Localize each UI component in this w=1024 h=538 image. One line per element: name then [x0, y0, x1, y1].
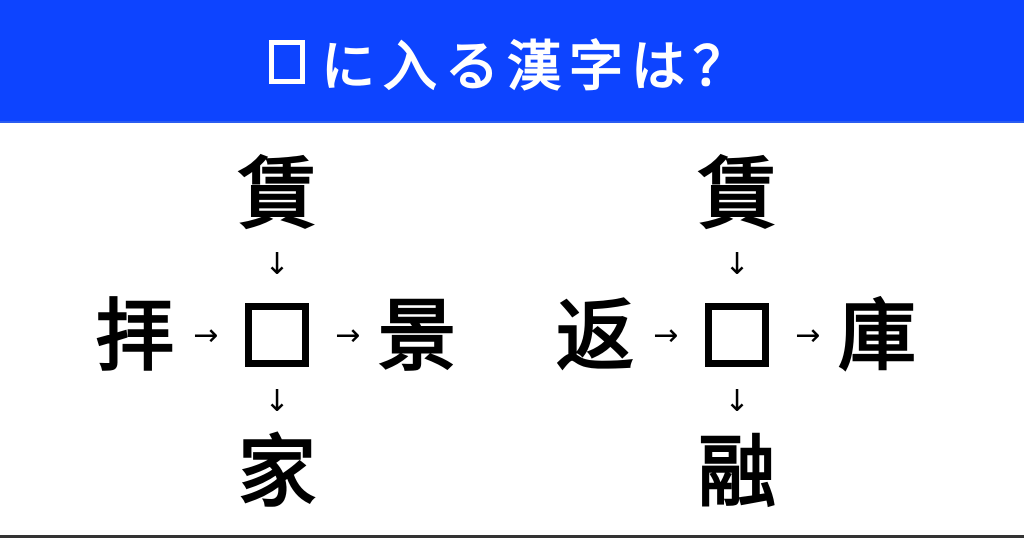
bottom-divider — [0, 535, 1024, 538]
title-text: に入る漢字は？ — [321, 35, 755, 98]
header-banner — [0, 0, 1024, 123]
arrow-down-icon: ↓ — [264, 247, 290, 282]
arrow-down-icon: ↓ — [724, 247, 750, 282]
puzzle-2-answer-box[interactable] — [705, 303, 769, 367]
puzzle-2-right-kanji: 庫 — [837, 292, 916, 382]
puzzle-2-bottom-kanji: 融 — [697, 428, 776, 518]
puzzle-1-left-kanji: 拝 — [95, 292, 174, 382]
puzzle-1-top-kanji: 賃 — [237, 150, 316, 240]
puzzle-1-answer-box[interactable] — [245, 303, 309, 367]
arrow-right-icon: → — [193, 318, 219, 353]
arrow-down-icon: ↓ — [264, 384, 290, 419]
page-title: に入る漢字は？ — [0, 0, 1024, 123]
puzzle-1-bottom-kanji: 家 — [237, 428, 316, 518]
puzzle-2-top-kanji: 賃 — [697, 150, 776, 240]
puzzle-1-right-kanji: 景 — [377, 292, 456, 382]
arrow-right-icon: → — [653, 318, 679, 353]
arrow-down-icon: ↓ — [724, 384, 750, 419]
arrow-right-icon: → — [335, 318, 361, 353]
arrow-right-icon: → — [795, 318, 821, 353]
puzzle-2-left-kanji: 返 — [555, 292, 634, 382]
blank-box-icon — [269, 39, 305, 84]
